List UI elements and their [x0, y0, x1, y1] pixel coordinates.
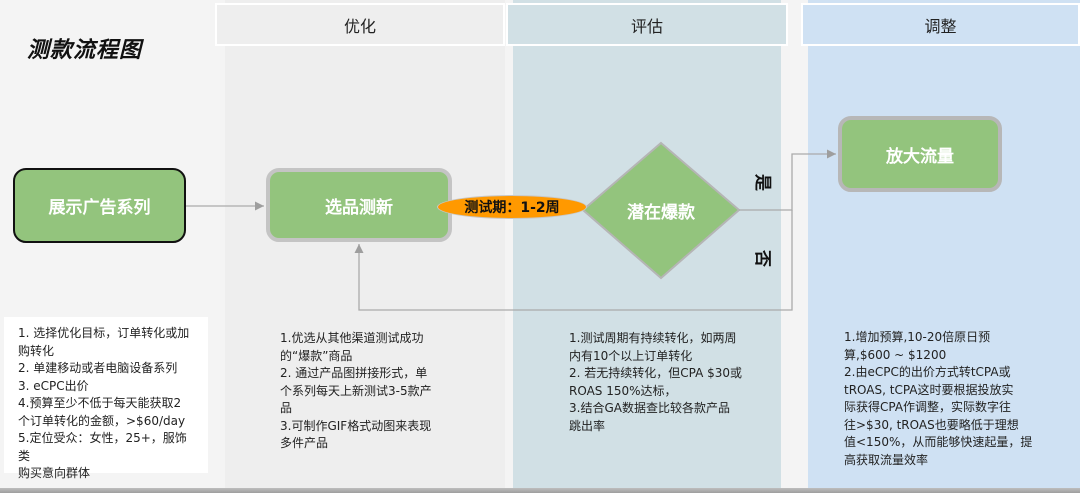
- desc-line: 1. 选择优化目标，订单转化或加: [18, 326, 190, 340]
- bottom-divider: [0, 488, 1080, 493]
- desc-line: 多件产品: [280, 436, 329, 450]
- desc-line: 算,$600 ~ $1200: [844, 347, 947, 362]
- desc-line: 3. eCPC出价: [18, 378, 89, 393]
- decision-diamond: [581, 141, 741, 280]
- page-title: 测款流程图: [27, 38, 143, 63]
- desc-line: 值<150%，从而能够快速起量，提: [844, 435, 1033, 449]
- arrow-no-to-select: [354, 210, 793, 311]
- desc-line: 1.测试周期有持续转化，如两周: [569, 331, 737, 345]
- description-adjust: 1.增加预算,10-20倍原日预 算,$600 ~ $1200 2.由eCPC的…: [844, 329, 1044, 469]
- node-select-new-products: 选品测新: [266, 168, 452, 242]
- desc-line: 的“爆款”商品: [280, 348, 353, 363]
- desc-line: 3.可制作GIF格式动图来表现: [280, 418, 432, 433]
- desc-line: tROAS, tCPA这时要根据投放实: [844, 382, 1014, 397]
- test-period-badge: 测试期：1-2周: [437, 195, 587, 219]
- desc-line: 1.优选从其他渠道测试成功: [280, 331, 424, 345]
- column-optimize-background: [225, 0, 505, 488]
- node-amplify-traffic: 放大流量: [838, 116, 1002, 192]
- arrow-yes-to-amplify: [739, 149, 836, 211]
- desc-line: 品: [280, 401, 293, 415]
- description-evaluate: 1.测试周期有持续转化，如两周 内有10个以上订单转化 2. 若无持续转化，但C…: [569, 330, 769, 435]
- description-start: 1. 选择优化目标，订单转化或加 购转化 2. 单建移动或者电脑设备系列 3. …: [4, 317, 208, 480]
- desc-line: 个订单转化的金额，>$60/day: [18, 413, 186, 428]
- desc-line: 1.增加预算,10-20倍原日预: [844, 330, 991, 344]
- column-adjust-background: [808, 0, 1080, 488]
- desc-line: 2.由eCPC的出价方式转tCPA或: [844, 365, 1011, 379]
- node-display-campaign: 展示广告系列: [13, 168, 186, 243]
- column-header-adjust: 调整: [801, 3, 1080, 46]
- desc-line: 跳出率: [569, 418, 606, 433]
- desc-line: 5.定位受众：女性，25+，服饰类: [18, 431, 187, 463]
- desc-line: 4.预算至少不低于每天能获取2: [18, 396, 182, 410]
- desc-line: 3.结合GA数据查比较各款产品: [569, 401, 730, 415]
- decision-potential-hit: 潜在爆款: [627, 203, 695, 223]
- description-optimize: 1.优选从其他渠道测试成功 的“爆款”商品 2. 通过产品图拼接形式，单 个系列…: [280, 330, 475, 453]
- desc-line: 2. 若无持续转化，但CPA $30或: [569, 366, 743, 380]
- column-header-evaluate: 评估: [506, 3, 788, 46]
- desc-line: 购转化: [18, 343, 55, 358]
- desc-line: 购买意向群体: [18, 466, 91, 480]
- desc-line: 内有10个以上订单转化: [569, 348, 693, 363]
- desc-line: ROAS 150%达标，: [569, 383, 677, 398]
- desc-line: 高获取流量效率: [844, 452, 929, 467]
- desc-line: 际获得CPA作调整，实际数字往: [844, 400, 1012, 414]
- desc-line: 2. 单建移动或者电脑设备系列: [18, 361, 178, 375]
- desc-line: 个系列每天上新测试3-5款产: [280, 383, 432, 398]
- column-header-optimize: 优化: [215, 3, 505, 46]
- desc-line: 往>$30, tROAS也要略低于理想: [844, 417, 1019, 432]
- desc-line: 2. 通过产品图拼接形式，单: [280, 366, 428, 380]
